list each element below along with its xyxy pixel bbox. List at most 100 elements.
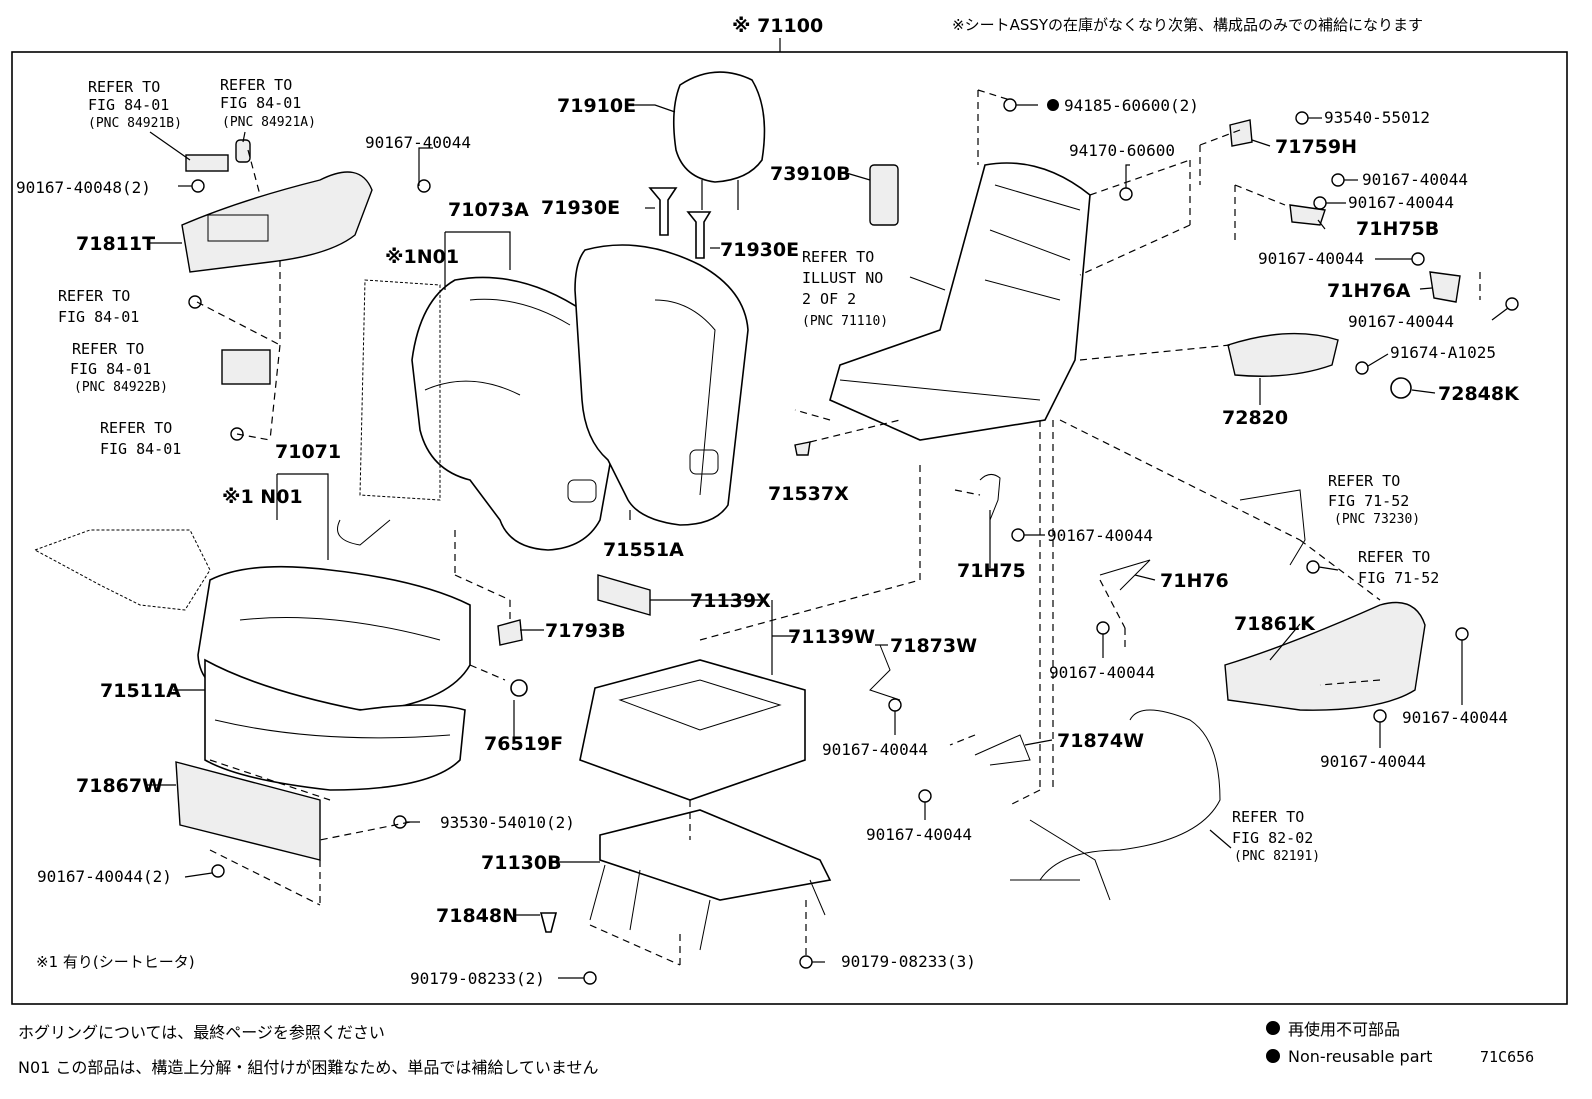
bracket-71874w-drawing xyxy=(974,734,1031,766)
switch-84922b-drawing xyxy=(221,349,271,385)
bolt-90167-40044-m4: 90167-40044 xyxy=(866,825,972,844)
harness-drawing xyxy=(1010,709,1221,901)
label-71551A: 71551A xyxy=(603,539,684,561)
svg-text:(PNC 71110): (PNC 71110) xyxy=(802,314,888,329)
seat-heater-drawing xyxy=(33,529,211,611)
bolt-90179-08233-2: 90179-08233(2) xyxy=(410,969,545,988)
seatback-cover-drawing xyxy=(574,244,749,526)
svg-text:FIG 84-01: FIG 84-01 xyxy=(88,96,169,114)
lever-71h75-drawing xyxy=(979,474,1001,521)
side-shield-left-drawing xyxy=(181,171,373,273)
bolt-93540-55012: 93540-55012 xyxy=(1324,108,1430,127)
bolt-90167-40044-r2: 90167-40044 xyxy=(1348,193,1454,212)
label-71759H: 71759H xyxy=(1275,136,1357,158)
switch-84921b-drawing xyxy=(185,154,229,172)
legend: 再使用不可部品 Non-reusable part xyxy=(1266,1016,1432,1068)
n01-note: N01 この部品は、構造上分解・組付けが困難なため、単品では補給していません xyxy=(18,1058,599,1077)
svg-text:FIG 82-02: FIG 82-02 xyxy=(1232,829,1313,847)
ref-84922b: REFER TO FIG 84-01 (PNC 84922B) xyxy=(70,340,168,395)
ref-71-52: REFER TO FIG 71-52 xyxy=(1358,548,1439,587)
cushion-frame-drawing xyxy=(579,659,806,801)
bolt-90167-40048-2: 90167-40048(2) xyxy=(16,178,151,197)
label-71139X: 71139X xyxy=(690,590,771,612)
label-71867W: 71867W xyxy=(76,775,163,797)
bolt-90167-40044-r4: 90167-40044 xyxy=(1348,312,1454,331)
bolt-90167-40044-m2: 90167-40044 xyxy=(1049,663,1155,682)
label-n01-a: ※1N01 xyxy=(385,246,459,268)
label-71930E-b: 71930E xyxy=(720,239,799,261)
bolt-leader-lines xyxy=(178,104,1509,979)
cover-71759h-drawing xyxy=(1229,119,1253,147)
leader-lines xyxy=(146,104,1436,916)
label-71H75B: 71H75B xyxy=(1356,218,1439,240)
label-71811T: 71811T xyxy=(76,233,155,255)
bolt-90179-08233-3: 90179-08233(3) xyxy=(841,952,976,971)
svg-text:(PNC 84921B): (PNC 84921B) xyxy=(88,116,182,131)
svg-text:FIG 84-01: FIG 84-01 xyxy=(58,308,139,326)
svg-text:(PNC 73230): (PNC 73230) xyxy=(1334,512,1420,527)
svg-text:REFER TO: REFER TO xyxy=(1328,472,1400,490)
non-reusable-dot xyxy=(1266,1049,1280,1063)
svg-text:REFER TO: REFER TO xyxy=(1358,548,1430,566)
non-reusable-dot xyxy=(1266,1021,1280,1035)
svg-text:(PNC 84921A): (PNC 84921A) xyxy=(222,115,316,130)
seat-cushion-drawing xyxy=(197,565,471,791)
svg-text:FIG 71-52: FIG 71-52 xyxy=(1328,492,1409,510)
bolt-90167-40044-2: 90167-40044(2) xyxy=(37,867,172,886)
cover-71h76a-drawing xyxy=(1429,271,1461,303)
legend-en: Non-reusable part xyxy=(1288,1046,1433,1066)
label-76519F: 76519F xyxy=(484,733,563,755)
duct-drawing xyxy=(597,574,651,616)
armrest-drawing xyxy=(1227,332,1339,377)
lever-71h76-drawing xyxy=(1099,559,1151,591)
svg-text:2 OF 2: 2 OF 2 xyxy=(802,290,856,308)
clip-76519f-drawing xyxy=(510,679,528,697)
bracket-71873w-drawing xyxy=(869,644,901,701)
cover-71h75b-drawing xyxy=(1289,204,1326,226)
bolt-90167-40044-m1: 90167-40044 xyxy=(1047,526,1153,545)
label-71874W: 71874W xyxy=(1057,730,1144,752)
label-71073A: 71073A xyxy=(448,199,529,221)
label-71930E-a: 71930E xyxy=(541,197,620,219)
svg-text:FIG 84-01: FIG 84-01 xyxy=(100,440,181,458)
bolt-90167-40044-r5: 90167-40044 xyxy=(1402,708,1508,727)
cap-drawing xyxy=(1390,377,1412,399)
label-71H75: 71H75 xyxy=(957,560,1026,582)
label-71H76: 71H76 xyxy=(1160,570,1229,592)
bolt-90167-40044-r3: 90167-40044 xyxy=(1258,249,1364,268)
ref-84921a: REFER TO FIG 84-01 (PNC 84921A) xyxy=(220,76,316,143)
label-71861K: 71861K xyxy=(1234,613,1316,635)
svg-text:FIG 71-52: FIG 71-52 xyxy=(1358,569,1439,587)
ref-71110: REFER TO ILLUST NO 2 OF 2 (PNC 71110) xyxy=(802,248,888,329)
side-airbag-drawing xyxy=(869,164,899,226)
bolt-90167-40044-r6: 90167-40044 xyxy=(1320,752,1426,771)
label-73910B: 73910B xyxy=(770,163,851,185)
svg-text:(PNC 82191): (PNC 82191) xyxy=(1234,849,1320,864)
svg-text:REFER TO: REFER TO xyxy=(88,78,160,96)
svg-text:(PNC 84922B): (PNC 84922B) xyxy=(74,380,168,395)
svg-text:FIG 84-01: FIG 84-01 xyxy=(70,360,151,378)
non-reusable-marker-94185 xyxy=(1047,99,1059,111)
svg-text:ILLUST NO: ILLUST NO xyxy=(802,269,883,287)
label-71130B: 71130B xyxy=(481,852,562,874)
svg-text:REFER TO: REFER TO xyxy=(58,287,130,305)
supply-note: ※シートASSYの在庫がなくなり次第、構成品のみでの補給になります xyxy=(952,16,1423,34)
label-71848N: 71848N xyxy=(436,905,518,927)
headrest-drawing xyxy=(672,71,766,210)
label-71910E: 71910E xyxy=(557,95,636,117)
bolt-93530-54010-2: 93530-54010(2) xyxy=(440,813,575,832)
bracket-71793b-drawing xyxy=(497,619,523,646)
label-71071: 71071 xyxy=(275,441,341,463)
legend-jp: 再使用不可部品 xyxy=(1288,1020,1401,1039)
clip-71848n-drawing xyxy=(539,912,558,933)
label-72848K: 72848K xyxy=(1438,383,1520,405)
label-71511A: 71511A xyxy=(100,680,181,702)
svg-text:REFER TO: REFER TO xyxy=(1232,808,1304,826)
illustration-code: 71C656 xyxy=(1480,1048,1535,1066)
assembly-dashed-lines xyxy=(196,89,1481,966)
label-n01-b: ※1 N01 xyxy=(222,486,303,508)
bolt-90167-40044-top: 90167-40044 xyxy=(365,133,471,152)
ref-82191: REFER TO FIG 82-02 (PNC 82191) xyxy=(1232,808,1320,864)
bolt-94185-60600-2: 94185-60600(2) xyxy=(1064,96,1199,115)
